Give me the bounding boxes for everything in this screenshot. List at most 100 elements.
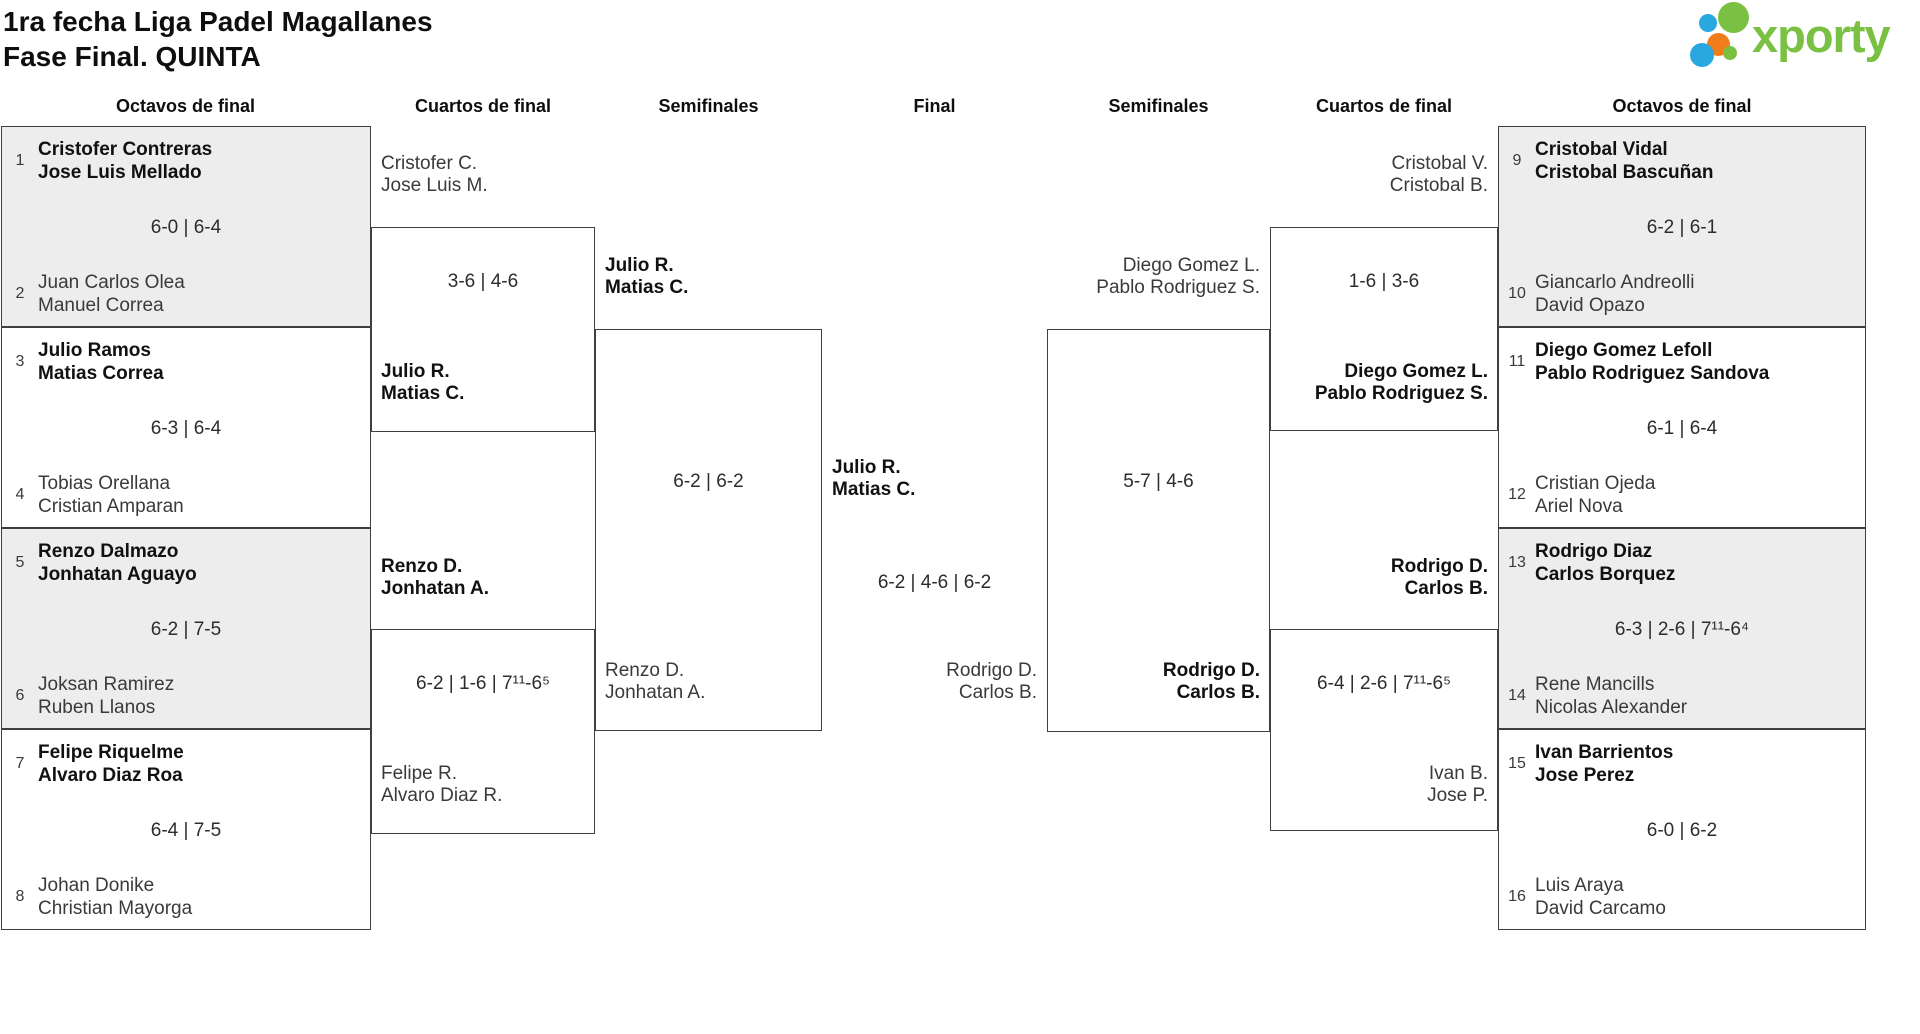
seed-number: 11	[1508, 353, 1526, 370]
team-names: Felipe R.Alvaro Diaz R.	[381, 763, 503, 806]
seed-number: 12	[1508, 486, 1526, 503]
team-names: Rodrigo D.Carlos B.	[946, 660, 1037, 703]
logo-dot-blue-small-icon	[1699, 14, 1717, 32]
match-score: 6-2 | 6-2	[673, 471, 744, 492]
match-score: 6-4 | 2-6 | 7¹¹-6⁵	[1317, 673, 1451, 694]
page-title-line2: Fase Final. QUINTA	[3, 41, 261, 72]
match-cuartos-left-2-box	[371, 629, 595, 834]
team-names: Julio R.Matias C.	[381, 361, 465, 404]
match-score: 6-2 | 6-1	[1646, 216, 1718, 238]
match-score: 6-0 | 6-2	[1646, 819, 1718, 841]
page-title: 1ra fecha Liga Padel Magallanes Fase Fin…	[3, 4, 433, 74]
team-names: Ivan B.Jose P.	[1427, 763, 1488, 806]
team-names: Rodrigo D.Carlos B.	[1162, 660, 1260, 703]
match-score: 6-2 | 1-6 | 7¹¹-6⁵	[416, 673, 550, 694]
seed-number: 1	[15, 152, 25, 169]
round-header-octavos-left: Octavos de final	[115, 96, 256, 116]
team-names: Diego Gomez L.Pablo Rodriguez S.	[1314, 361, 1488, 404]
team-names: Rodrigo D.Carlos B.	[1390, 556, 1488, 599]
match-semifinal-left-box	[595, 329, 822, 731]
seed-number: 2	[15, 285, 25, 302]
match-cuartos-left-1-box	[371, 227, 595, 432]
seed-number: 6	[15, 687, 25, 704]
logo-text: xporty	[1752, 9, 1891, 62]
match-score: 6-3 | 2-6 | 7¹¹-6⁴	[1614, 618, 1750, 640]
seed-number: 8	[15, 888, 25, 905]
team-names: Renzo D.Jonhatan A.	[605, 660, 706, 703]
seed-number: 3	[15, 353, 25, 370]
seed-number: 7	[15, 755, 25, 772]
logo-dot-blue-large-icon	[1690, 43, 1714, 67]
xporty-logo[interactable]: xporty	[1688, 0, 1918, 82]
match-score: 6-3 | 6-4	[150, 417, 222, 439]
seed-number: 10	[1508, 285, 1526, 302]
seed-number: 14	[1508, 687, 1526, 704]
match-score: 6-0 | 6-4	[150, 216, 222, 238]
match-score: 5-7 | 4-6	[1123, 471, 1194, 492]
seed-number: 15	[1508, 755, 1526, 772]
seed-number: 16	[1508, 888, 1526, 905]
match-cuartos-right-2-box	[1270, 629, 1498, 831]
match-semifinal-right-box	[1047, 329, 1270, 732]
logo-dot-green-small-icon	[1723, 46, 1737, 60]
round-header-cuartos-right: Cuartos de final	[1315, 96, 1453, 116]
team-names: Julio R.Matias C.	[605, 255, 689, 298]
match-score: 6-4 | 7-5	[150, 819, 222, 841]
match-score: 6-2 | 7-5	[150, 618, 222, 640]
match-score: 1-6 | 3-6	[1348, 271, 1420, 292]
team-names: Cristobal V.Cristobal B.	[1389, 153, 1488, 196]
match-score: 6-1 | 6-4	[1646, 417, 1718, 439]
logo-dot-green-large-icon	[1718, 2, 1749, 33]
seed-number: 5	[15, 554, 25, 571]
match-score: 3-6 | 4-6	[447, 271, 519, 292]
round-header-cuartos-left: Cuartos de final	[414, 96, 552, 116]
round-header-octavos-right: Octavos de final	[1612, 96, 1752, 116]
round-header-semis-left: Semifinales	[658, 96, 759, 116]
team-names: Cristofer C.Jose Luis M.	[381, 153, 488, 196]
team-names: Julio R.Matias C.	[832, 457, 916, 500]
match-cuartos-right-1-box	[1270, 227, 1498, 431]
seed-number: 13	[1508, 554, 1526, 571]
match-score: 6-2 | 4-6 | 6-2	[877, 572, 992, 593]
round-header-final: Final	[913, 96, 956, 116]
